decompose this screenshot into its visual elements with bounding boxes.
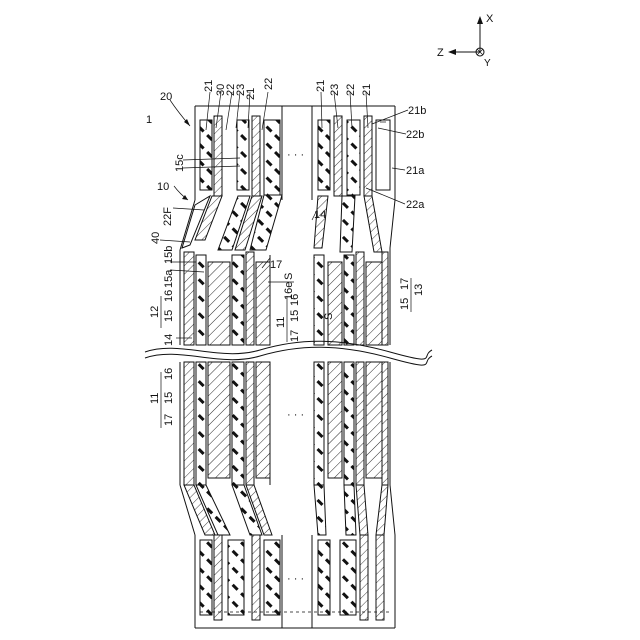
- label-13-17: 17: [399, 278, 411, 290]
- ellipsis-middle: · · ·: [287, 409, 304, 421]
- label-1: 1: [146, 114, 152, 126]
- label-20: 20: [160, 91, 172, 103]
- label-11-a: 11: [275, 317, 287, 328]
- label-21b: 21b: [408, 105, 426, 117]
- label-17-a: 17: [270, 259, 282, 271]
- label-11-b: 11: [149, 393, 161, 404]
- lower-transition: [180, 485, 395, 535]
- upper-transition: [180, 195, 395, 252]
- label-22-b: 22: [263, 78, 275, 90]
- label-15b: 15b: [163, 246, 175, 264]
- label-22F: 22F: [162, 207, 174, 226]
- label-14-top: 14: [314, 209, 326, 221]
- x-axis-label: X: [486, 13, 494, 25]
- label-11a-16: 16: [289, 294, 301, 306]
- label-22b: 22b: [406, 129, 424, 141]
- electrode-lower: [180, 362, 390, 485]
- label-13: 13: [413, 284, 425, 296]
- label-22a: 22a: [406, 199, 425, 211]
- label-12-16: 16: [163, 290, 175, 302]
- y-axis-label: Y: [484, 58, 491, 69]
- label-11b-16: 16: [163, 368, 175, 380]
- label-S-2: S: [323, 313, 335, 320]
- label-21-d: 21: [361, 84, 373, 96]
- label-12-15: 15: [163, 310, 175, 322]
- ellipsis-top: · · ·: [287, 149, 304, 161]
- label-11a-15: 15: [289, 310, 301, 322]
- label-S-1: S: [283, 273, 295, 280]
- ellipsis-bottom: · · ·: [287, 573, 304, 585]
- axis-indicator: X Z Y: [437, 13, 494, 69]
- label-21-b: 21: [245, 88, 257, 100]
- label-11b-15: 15: [163, 392, 175, 404]
- label-21-a: 21: [203, 80, 215, 92]
- label-21a: 21a: [406, 165, 425, 177]
- z-axis-label: Z: [437, 47, 444, 59]
- label-21-c: 21: [315, 80, 327, 92]
- label-15c: 15c: [174, 154, 186, 172]
- label-13-15: 15: [399, 298, 411, 310]
- label-40: 40: [150, 232, 162, 244]
- label-11b-17: 17: [163, 414, 175, 426]
- label-14-mid: 14: [163, 334, 175, 346]
- label-11a-17: 17: [289, 330, 301, 342]
- label-12: 12: [149, 306, 161, 318]
- label-10: 10: [157, 181, 169, 193]
- label-22-c: 22: [345, 84, 357, 96]
- label-15a: 15a: [163, 269, 175, 288]
- label-23-b: 23: [329, 84, 341, 96]
